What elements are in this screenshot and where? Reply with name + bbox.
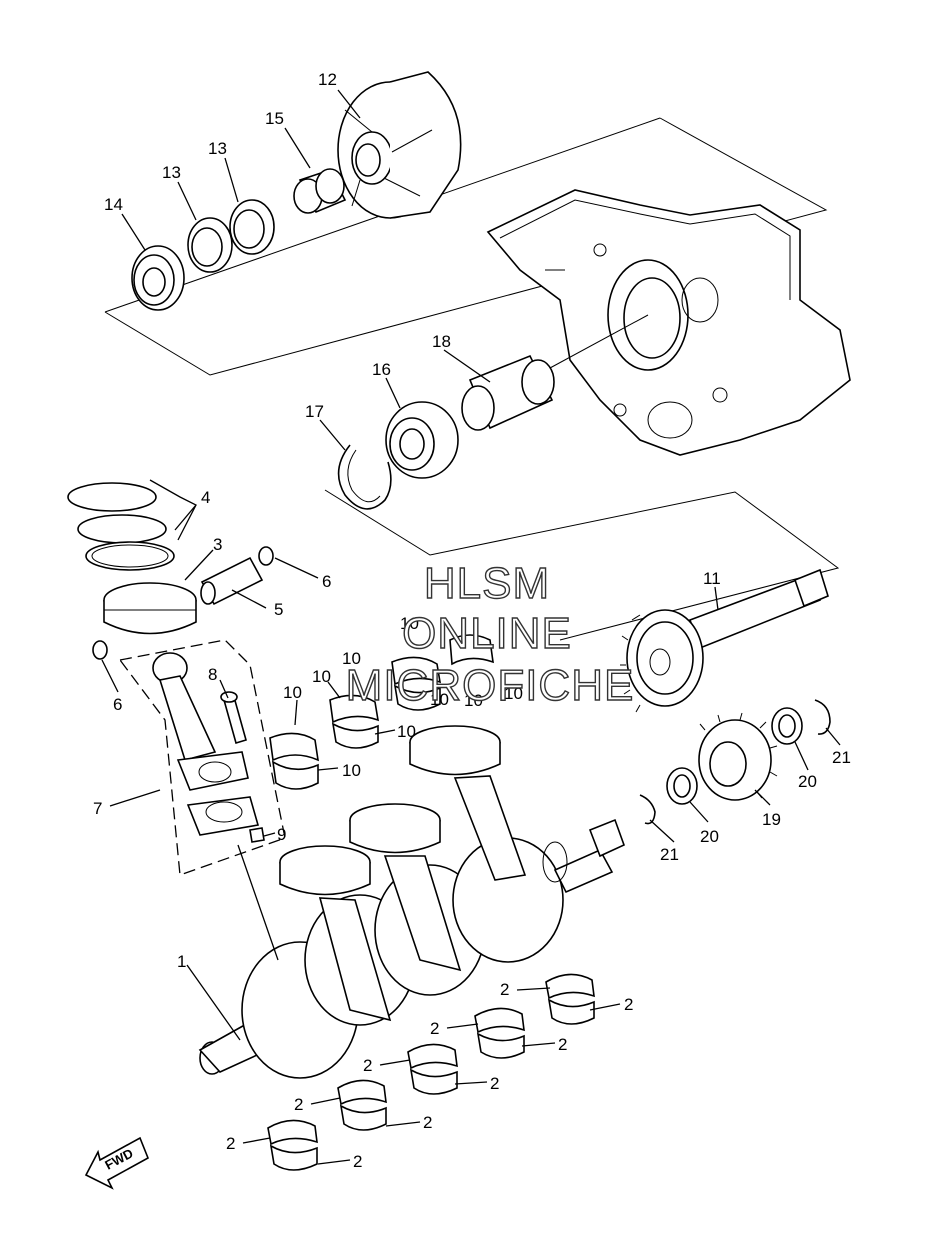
coupler-12[interactable] bbox=[337, 71, 462, 219]
watermark: HLSM ONLINE MICROFICHE bbox=[345, 558, 635, 710]
callout-15: 15 bbox=[265, 109, 284, 128]
collar-15[interactable] bbox=[293, 168, 347, 214]
callout-20: 20 bbox=[798, 772, 817, 791]
callout-8: 8 bbox=[208, 665, 217, 684]
callout-10: 10 bbox=[464, 691, 483, 710]
gear-19[interactable] bbox=[698, 712, 778, 801]
washer-20a[interactable] bbox=[771, 707, 803, 745]
callout-2: 2 bbox=[363, 1056, 372, 1075]
callout-2: 2 bbox=[294, 1095, 303, 1114]
crank-pistons[interactable] bbox=[279, 725, 527, 1022]
watermark-line-3: MICROFICHE bbox=[346, 661, 635, 710]
callout-10: 10 bbox=[283, 683, 302, 702]
callout-10: 10 bbox=[342, 761, 361, 780]
callout-12: 12 bbox=[318, 70, 337, 89]
callout-5: 5 bbox=[274, 600, 283, 619]
piston-3[interactable] bbox=[103, 582, 197, 635]
bearing-10a[interactable] bbox=[269, 732, 320, 790]
leader-lines bbox=[101, 89, 841, 1165]
bearing-14[interactable] bbox=[131, 245, 185, 311]
callout-2: 2 bbox=[423, 1113, 432, 1132]
callout-9: 9 bbox=[277, 825, 286, 844]
watermark-line-2: ONLINE bbox=[402, 609, 572, 658]
connecting-rod[interactable] bbox=[152, 652, 249, 791]
bearing-10b[interactable] bbox=[329, 694, 380, 749]
callout-2: 2 bbox=[226, 1134, 235, 1153]
clip-6a[interactable] bbox=[258, 546, 274, 566]
callout-10: 10 bbox=[504, 684, 523, 703]
callout-2: 2 bbox=[558, 1035, 567, 1054]
callout-10: 10 bbox=[430, 690, 449, 709]
circlip-21b[interactable] bbox=[639, 794, 656, 825]
bearing-16[interactable] bbox=[385, 401, 459, 479]
callout-10: 10 bbox=[312, 667, 331, 686]
watermark-line-1: HLSM bbox=[424, 559, 550, 608]
main-bearing-2e[interactable] bbox=[267, 1119, 318, 1171]
callout-21: 21 bbox=[832, 748, 851, 767]
callout-1: 1 bbox=[177, 952, 186, 971]
callout-10: 10 bbox=[342, 649, 361, 668]
callout-6: 6 bbox=[113, 695, 122, 714]
callout-11: 11 bbox=[703, 569, 721, 588]
circlip-17[interactable] bbox=[337, 444, 392, 510]
callout-21: 21 bbox=[660, 845, 679, 864]
main-bearing-2c[interactable] bbox=[407, 1043, 458, 1095]
leader-18-axis bbox=[549, 314, 649, 369]
nut-9[interactable] bbox=[249, 827, 265, 843]
callout-3: 3 bbox=[213, 535, 222, 554]
main-bearing-2d[interactable] bbox=[337, 1079, 387, 1131]
callout-6: 6 bbox=[322, 572, 331, 591]
shaft-frame bbox=[324, 489, 840, 641]
callout-10: 10 bbox=[397, 722, 416, 741]
callout-20: 20 bbox=[700, 827, 719, 846]
callout-2: 2 bbox=[353, 1152, 362, 1171]
drive-shaft-11[interactable] bbox=[620, 568, 829, 713]
callout-14: 14 bbox=[104, 195, 123, 214]
piston-pin-5[interactable] bbox=[200, 556, 264, 606]
collar-18[interactable] bbox=[461, 354, 555, 431]
conrod-set-frame bbox=[118, 639, 286, 876]
oil-seal-13a[interactable] bbox=[187, 217, 233, 273]
callout-10: 10 bbox=[400, 614, 419, 633]
circlip-21a[interactable] bbox=[814, 699, 831, 735]
fwd-arrow: FWD bbox=[84, 1136, 150, 1190]
main-bearing-2a[interactable] bbox=[545, 973, 595, 1025]
callout-17: 17 bbox=[305, 402, 324, 421]
callout-16: 16 bbox=[372, 360, 391, 379]
clip-6b[interactable] bbox=[92, 640, 108, 660]
callout-18: 18 bbox=[432, 332, 451, 351]
callout-19: 19 bbox=[762, 810, 781, 829]
callout-13: 13 bbox=[162, 163, 181, 182]
callout-13: 13 bbox=[208, 139, 227, 158]
callout-2: 2 bbox=[500, 980, 509, 999]
piston-rings-4[interactable] bbox=[67, 482, 175, 571]
callout-2: 2 bbox=[430, 1019, 439, 1038]
callouts: 1 2 2 2 2 2 2 2 2 2 2 3 4 5 6 6 7 8 9 10… bbox=[93, 70, 851, 1171]
washer-20b[interactable] bbox=[666, 767, 698, 805]
rod-cap[interactable] bbox=[186, 796, 260, 836]
callout-2: 2 bbox=[490, 1074, 499, 1093]
main-bearing-2b[interactable] bbox=[474, 1007, 525, 1059]
bolt-8[interactable] bbox=[220, 691, 247, 745]
callout-2: 2 bbox=[624, 995, 633, 1014]
callout-4: 4 bbox=[201, 488, 210, 507]
bearing-10d[interactable] bbox=[449, 634, 494, 666]
crankcase-cover bbox=[486, 189, 851, 456]
callout-7: 7 bbox=[93, 799, 102, 818]
crankshaft-1[interactable] bbox=[198, 818, 626, 1079]
oil-seal-13b[interactable] bbox=[229, 199, 275, 255]
bearing-10c[interactable] bbox=[391, 656, 442, 711]
